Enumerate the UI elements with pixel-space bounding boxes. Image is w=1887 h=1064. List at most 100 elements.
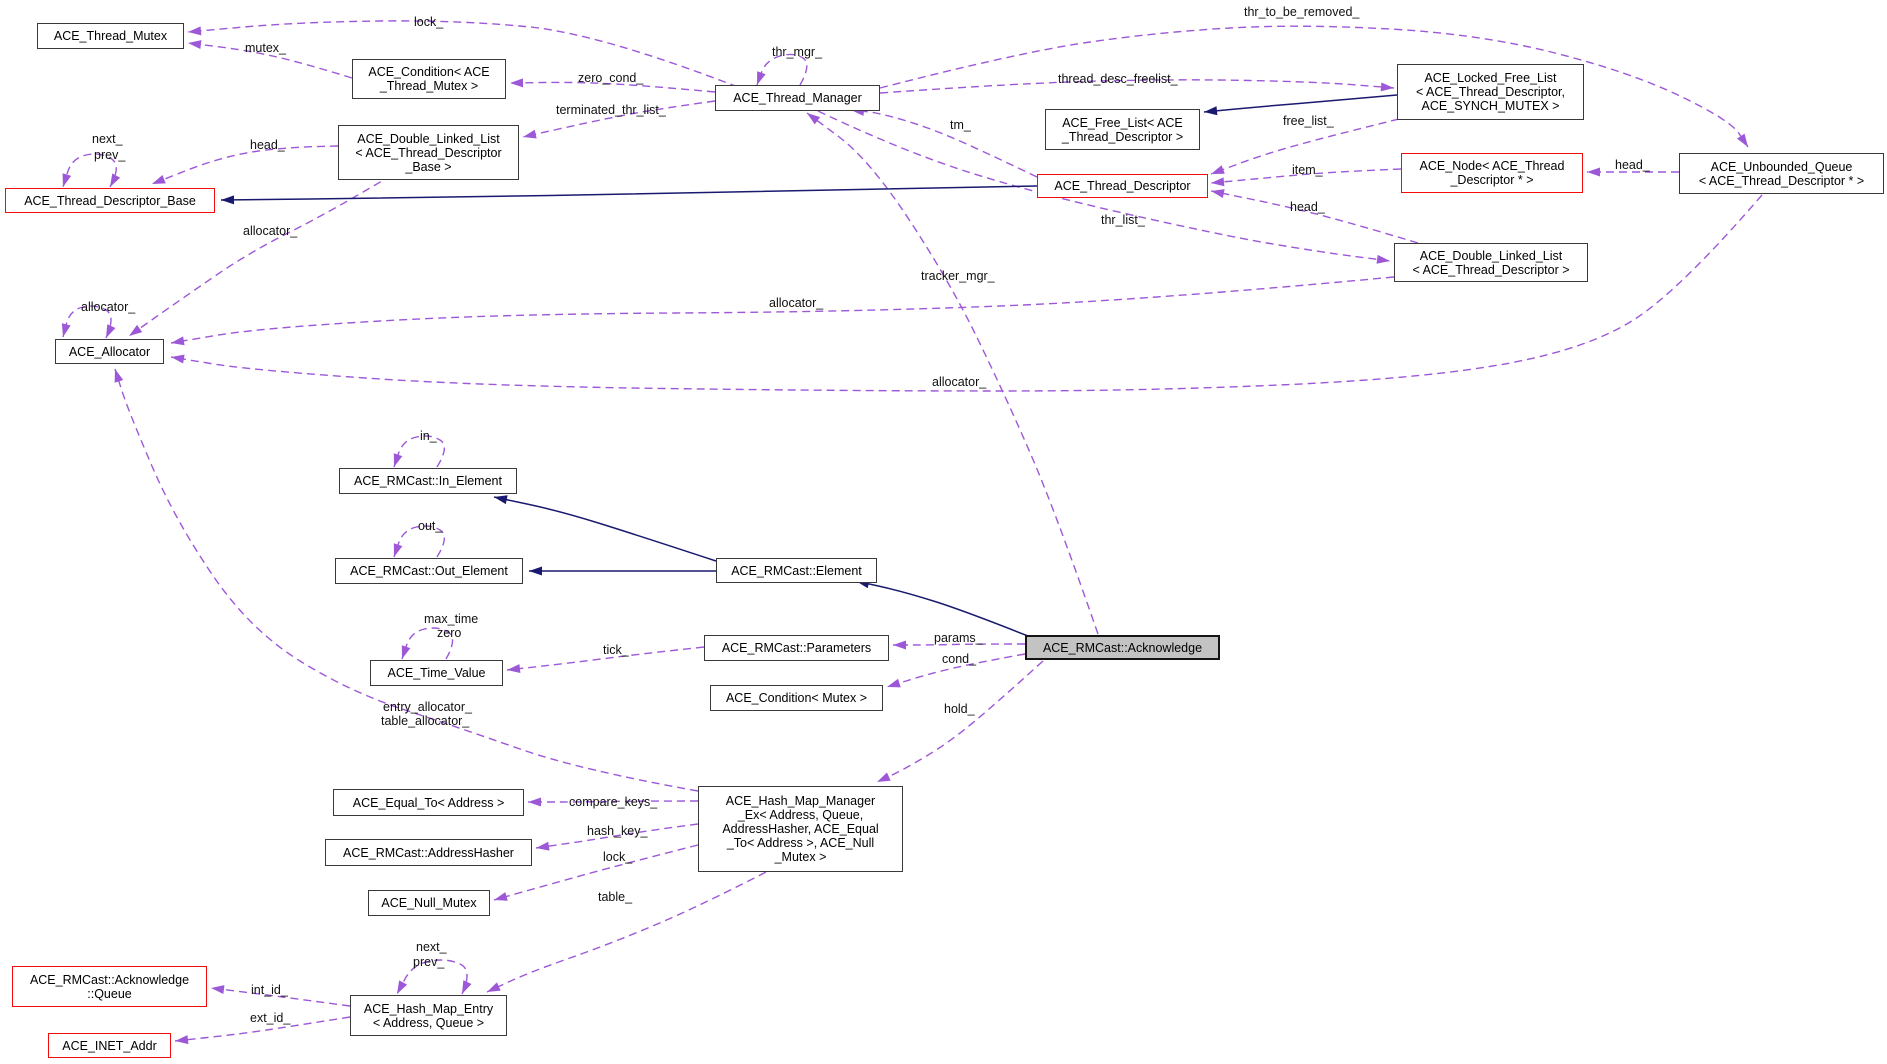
edge-label-allocator: allocator_ — [932, 375, 987, 389]
class-node-ace-double-linked-list-descriptor-base[interactable]: ACE_Double_Linked_List < ACE_Thread_Desc… — [338, 125, 519, 180]
class-node-ace-hash-map-manager-ex[interactable]: ACE_Hash_Map_Manager _Ex< Address, Queue… — [698, 786, 903, 872]
edge-thr-list-arrowhead — [1376, 254, 1390, 264]
edge-entry-table-allocator-arrowhead — [114, 369, 124, 383]
edge-inherit-element-in-arrowhead — [494, 495, 508, 505]
edge-label-table: table_ — [598, 890, 633, 904]
edge-int-id-arrowhead — [211, 985, 225, 995]
class-node-ace-unbounded-queue[interactable]: ACE_Unbounded_Queue < ACE_Thread_Descrip… — [1679, 153, 1884, 194]
edge-label-lock: lock_ — [603, 850, 633, 864]
class-node-ace-thread-mutex[interactable]: ACE_Thread_Mutex — [37, 23, 184, 49]
edge-thread-desc-freelist — [879, 79, 1395, 94]
edge-label-free-list: free_list_ — [1283, 114, 1334, 128]
edge-next-prev-base-loop-start-arrowhead — [110, 173, 121, 187]
edge-label-next: next_ — [416, 940, 447, 954]
edge-allocator-self-loop — [62, 305, 112, 339]
edge-thr-mgr-self-loop-arrowhead — [757, 71, 766, 85]
edge-lock-to-thread-mutex-arrowhead — [188, 26, 202, 36]
edge-terminated-thr-list — [522, 100, 716, 138]
edge-params — [893, 643, 1026, 646]
class-node-ace-time-value[interactable]: ACE_Time_Value — [370, 660, 503, 686]
edge-label-next: next_ — [92, 132, 123, 146]
class-node-ace-condition-mutex[interactable]: ACE_Condition< Mutex > — [710, 685, 883, 711]
class-node-ace-rmcast-in-element[interactable]: ACE_RMCast::In_Element — [339, 468, 517, 494]
class-node-ace-rmcast-addresshasher[interactable]: ACE_RMCast::AddressHasher — [325, 839, 532, 866]
edge-thr-to-be-removed — [879, 25, 1749, 148]
class-node-ace-allocator[interactable]: ACE_Allocator — [55, 339, 164, 364]
class-node-ace-inet-addr[interactable]: ACE_INET_Addr — [48, 1033, 171, 1058]
edge-label-zero-cond: zero_cond_ — [578, 71, 644, 85]
edge-max-time-zero-loop — [401, 627, 454, 660]
edge-label-tracker-mgr: tracker_mgr_ — [921, 269, 995, 283]
edge-int-id — [210, 987, 351, 1007]
class-node-ace-rmcast-element[interactable]: ACE_RMCast::Element — [716, 558, 877, 583]
edge-label-prev: prev_ — [413, 955, 445, 969]
class-node-ace-rmcast-out-element[interactable]: ACE_RMCast::Out_Element — [335, 558, 523, 584]
edge-tm — [850, 109, 1038, 178]
edge-allocator-long-1-arrowhead — [171, 336, 185, 346]
class-node-ace-locked-free-list[interactable]: ACE_Locked_Free_List < ACE_Thread_Descri… — [1397, 64, 1584, 120]
class-node-ace-null-mutex[interactable]: ACE_Null_Mutex — [368, 890, 490, 916]
edge-head-mid — [1210, 190, 1419, 244]
class-node-ace-rmcast-acknowledge[interactable]: ACE_RMCast::Acknowledge — [1025, 635, 1220, 660]
edge-max-time-zero-loop-arrowhead — [401, 645, 411, 659]
edge-allocator-diagonal — [128, 174, 393, 337]
edge-ext-id — [174, 1016, 351, 1042]
edge-lock-bottom — [493, 844, 699, 901]
edge-label-max-time: max_time — [424, 612, 479, 626]
edge-tracker-mgr-arrowhead — [807, 113, 821, 125]
edge-next-prev-entry-loop-start-arrowhead — [462, 980, 472, 994]
edge-label-entry-allocator: entry_allocator_ — [383, 700, 472, 714]
edge-label-prev: prev_ — [94, 148, 126, 162]
class-node-ace-rmcast-parameters[interactable]: ACE_RMCast::Parameters — [704, 635, 889, 661]
edge-inherit-ack-element — [855, 580, 1029, 637]
class-node-ace-free-list[interactable]: ACE_Free_List< ACE _Thread_Descriptor > — [1045, 109, 1200, 150]
edge-head-left — [151, 145, 339, 185]
edge-label-thr-mgr: thr_mgr_ — [772, 45, 823, 59]
edge-next-prev-entry-loop — [396, 959, 468, 995]
edge-hash-key-arrowhead — [536, 841, 550, 851]
edge-hold-arrowhead — [877, 772, 891, 782]
edge-table — [486, 871, 767, 993]
edge-params-arrowhead — [893, 640, 906, 650]
edge-allocator-self-loop-arrowhead — [61, 323, 71, 337]
class-node-ace-hash-map-entry[interactable]: ACE_Hash_Map_Entry < Address, Queue > — [350, 995, 507, 1036]
edge-label-zero: zero — [437, 626, 462, 640]
edge-label-allocator: allocator_ — [81, 300, 136, 314]
class-node-ace-thread-descriptor-base[interactable]: ACE_Thread_Descriptor_Base — [5, 188, 215, 213]
edge-label-compare-keys: compare_keys_ — [569, 795, 658, 809]
edge-label-hold: hold_ — [944, 702, 975, 716]
edge-lock-to-thread-mutex — [187, 20, 739, 88]
edge-label-tick: tick_ — [603, 643, 629, 657]
edge-hold — [876, 660, 1044, 783]
edge-label-item: item_ — [1292, 163, 1323, 177]
class-node-ace-equal-to-address[interactable]: ACE_Equal_To< Address > — [333, 789, 524, 816]
edge-label-hash-key: hash_key_ — [587, 824, 648, 838]
edge-label-thread-desc-freelist: thread_desc_freelist_ — [1058, 72, 1178, 86]
edge-compare-keys-arrowhead — [528, 797, 541, 807]
edge-label-allocator: allocator_ — [243, 224, 298, 238]
class-node-ace-node[interactable]: ACE_Node< ACE_Thread _Descriptor * > — [1401, 153, 1583, 193]
edge-head-left-arrowhead — [152, 175, 166, 184]
edge-out-self-loop — [393, 525, 445, 558]
edge-tick-arrowhead — [507, 664, 521, 674]
edge-label-int-id: int_id_ — [251, 983, 288, 997]
edge-head-right-arrowhead — [1587, 167, 1600, 177]
edge-label-head: head_ — [1290, 200, 1325, 214]
edge-label-lock: lock_ — [414, 15, 444, 29]
class-node-ace-condition-thread-mutex[interactable]: ACE_Condition< ACE _Thread_Mutex > — [352, 59, 506, 99]
edge-mutex-to-thread-mutex — [187, 42, 353, 79]
edge-terminated-thr-list-arrowhead — [523, 129, 537, 139]
edge-thr-list — [817, 110, 1391, 262]
edge-inherit-element-out-arrowhead — [529, 566, 542, 576]
class-node-ace-double-linked-list-descriptor[interactable]: ACE_Double_Linked_List < ACE_Thread_Desc… — [1394, 243, 1588, 282]
edge-allocator-long-2-arrowhead — [171, 354, 185, 364]
class-node-ace-rmcast-acknowledge-queue[interactable]: ACE_RMCast::Acknowledge ::Queue — [12, 966, 207, 1007]
edge-mutex-to-thread-mutex-arrowhead — [188, 40, 202, 50]
edge-inherit-descriptor-base — [220, 185, 1038, 201]
class-node-ace-thread-descriptor[interactable]: ACE_Thread_Descriptor — [1037, 174, 1208, 198]
class-node-ace-thread-manager[interactable]: ACE_Thread_Manager — [715, 85, 880, 111]
edge-compare-keys — [528, 800, 699, 803]
edge-inherit-element-in — [493, 496, 717, 562]
edge-item — [1210, 168, 1402, 184]
